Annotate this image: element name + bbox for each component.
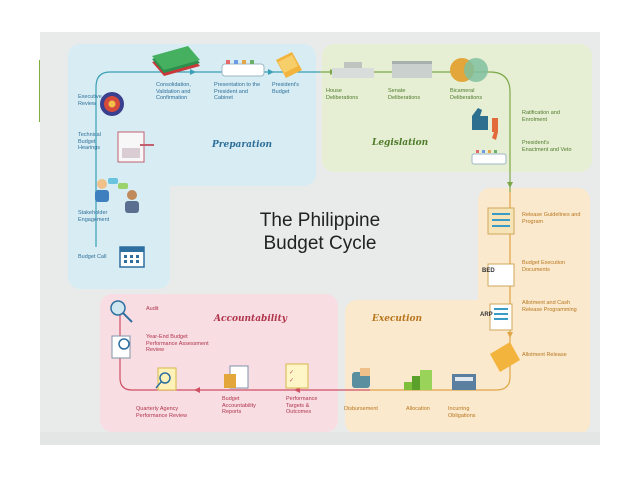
year-end-review-icon bbox=[111, 335, 131, 359]
obligation-register-icon bbox=[452, 374, 476, 390]
arrow-icon bbox=[268, 69, 274, 75]
step-presentation: Presentation to the President and Cabine… bbox=[214, 82, 261, 101]
accountability-report-icon bbox=[224, 365, 249, 389]
hearing-icon bbox=[117, 131, 154, 163]
calendar-icon bbox=[119, 246, 145, 268]
release-folder-icon bbox=[490, 342, 520, 372]
arrow-icon bbox=[190, 69, 196, 75]
execution-docs-icon bbox=[487, 263, 515, 287]
accountability-flow-line bbox=[119, 312, 370, 391]
svg-text:✓: ✓ bbox=[289, 370, 294, 376]
step-allotment-release: Allotment Release bbox=[522, 352, 567, 358]
step-house: House Deliberations bbox=[326, 88, 359, 101]
step-stakeholder: Stakeholder Engagement bbox=[78, 210, 110, 223]
step-technical-hearings: Technical Budget Hearings bbox=[78, 132, 101, 151]
step-budget-execution-docs: Budget Execution Documents bbox=[522, 260, 566, 273]
accountability-panel bbox=[100, 294, 338, 432]
execution-panel bbox=[345, 300, 590, 434]
bicameral-circles-icon bbox=[450, 58, 488, 82]
execution-flow-line bbox=[370, 192, 511, 391]
step-enactment: President's Enactment and Veto bbox=[522, 140, 572, 153]
phase-title-legislation: Legislation bbox=[372, 138, 429, 148]
bed-tag: BED bbox=[482, 268, 495, 274]
preparation-panel-side bbox=[68, 44, 170, 289]
house-building-icon bbox=[332, 62, 374, 78]
budget-cycle-slide: ✓ ✓ Preparation Legislation Execution Ac… bbox=[40, 32, 600, 445]
performance-checklist-icon: ✓ ✓ bbox=[285, 363, 309, 389]
legislation-flow-line bbox=[320, 71, 511, 192]
step-executive-review: Executive Review bbox=[78, 94, 102, 107]
step-budget-call: Budget Call bbox=[78, 254, 107, 260]
step-budget-accountability: Budget Accountability Reports bbox=[222, 396, 256, 415]
thumbs-icon bbox=[472, 108, 498, 140]
step-ratification: Ratification and Enrolment bbox=[522, 110, 560, 123]
budget-book-icon bbox=[276, 52, 302, 78]
guidelines-document-icon bbox=[487, 207, 515, 235]
audit-magnifier-icon bbox=[110, 300, 133, 323]
diagram-title: The Philippine Budget Cycle bbox=[240, 209, 400, 255]
arrow-icon bbox=[194, 387, 200, 393]
step-presidents-budget: President's Budget bbox=[272, 82, 300, 95]
step-year-end: Year-End Budget Performance Assessment R… bbox=[146, 334, 209, 353]
quarterly-review-magnifier-icon bbox=[155, 367, 177, 391]
step-incurring: Incurring Obligations bbox=[448, 406, 476, 419]
step-quarterly-review: Quarterly Agency Performance Review bbox=[136, 406, 188, 419]
arp-document-icon bbox=[489, 303, 513, 331]
step-release-guidelines: Release Guidelines and Program bbox=[522, 212, 581, 225]
cabinet-table-icon bbox=[221, 60, 265, 77]
document-stack-icon bbox=[152, 46, 200, 76]
senate-building-icon bbox=[392, 61, 432, 78]
arrow-icon bbox=[507, 332, 513, 338]
phase-title-execution: Execution bbox=[372, 314, 423, 324]
step-allocation: Allocation bbox=[406, 406, 430, 412]
diagram-title-line-2: Budget Cycle bbox=[263, 233, 377, 254]
allocation-stairs-icon bbox=[404, 370, 432, 390]
seal-icon bbox=[100, 92, 124, 116]
step-consolidation: Consolidation, Validation and Confirmati… bbox=[156, 82, 191, 101]
disbursement-hands-icon bbox=[352, 368, 370, 388]
preparation-top-flow-line bbox=[95, 71, 320, 88]
phase-title-accountability: Accountability bbox=[214, 314, 287, 324]
arrow-icon bbox=[507, 182, 513, 188]
step-allotment-cash: Allotment and Cash Release Programming bbox=[522, 300, 577, 313]
step-audit: Audit bbox=[146, 306, 159, 312]
phase-title-preparation: Preparation bbox=[212, 140, 273, 150]
cycle-flow-graphic: ✓ ✓ bbox=[95, 46, 520, 393]
signing-table-icon bbox=[471, 150, 507, 165]
step-senate: Senate Deliberations bbox=[388, 88, 421, 101]
step-performance-targets: Performance Targets & Outcomes bbox=[286, 396, 318, 415]
diagram-title-line-1: The Philippine bbox=[259, 210, 381, 231]
svg-text:✓: ✓ bbox=[289, 378, 294, 384]
step-disbursement: Disbursement bbox=[344, 406, 378, 412]
arp-tag: ARP bbox=[480, 312, 493, 318]
step-bicameral: Bicameral Deliberations bbox=[450, 88, 483, 101]
footer-strip bbox=[40, 432, 600, 445]
stakeholders-icon bbox=[95, 178, 139, 213]
